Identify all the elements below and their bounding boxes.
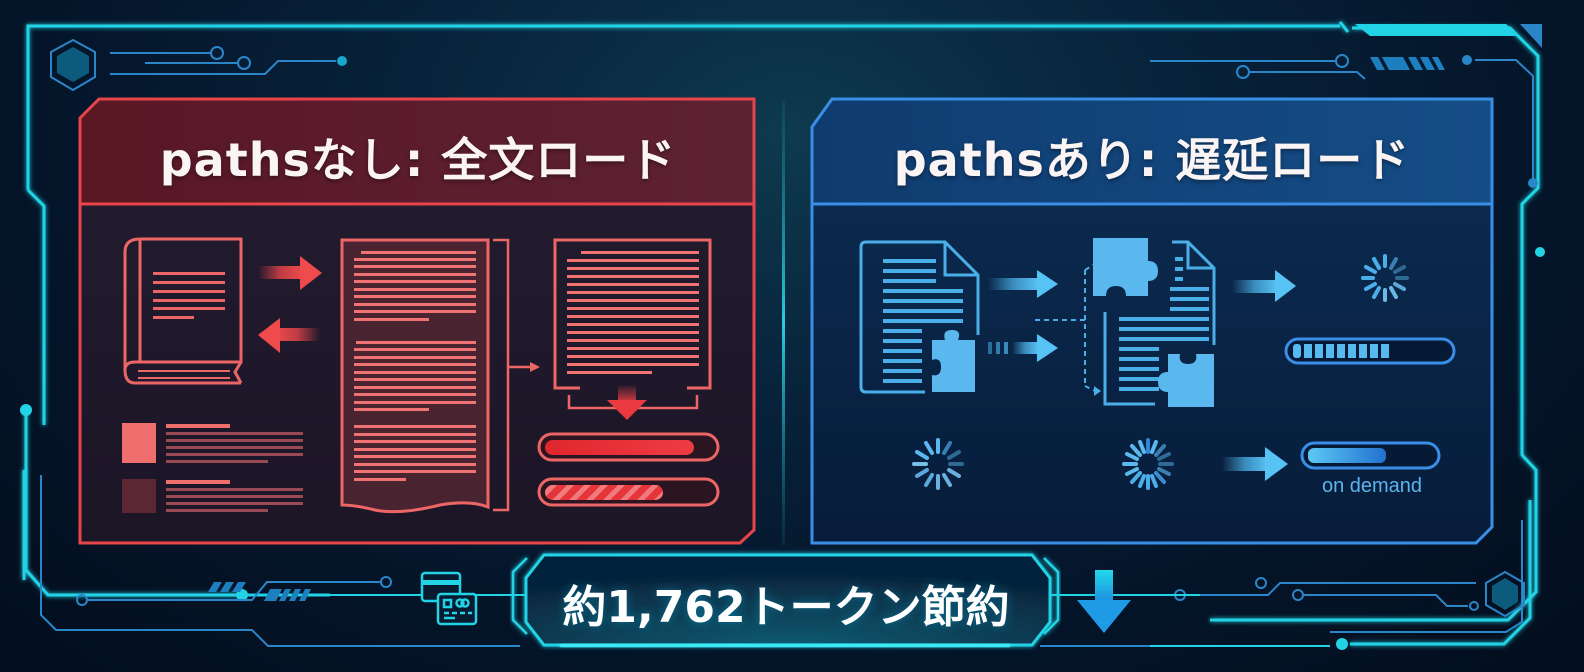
list-item-1 xyxy=(122,423,303,463)
arrow-right-icon xyxy=(988,270,1058,298)
document-puzzle-icon xyxy=(859,240,980,394)
full-document-icon xyxy=(340,238,490,514)
token-savings-label: 約1,762トークン節約 xyxy=(562,582,1010,633)
progress-bar-striped xyxy=(537,477,720,507)
arrow-right-icon xyxy=(258,256,322,290)
progress-bar-segmented xyxy=(1284,337,1456,365)
arrow-right-icon xyxy=(1222,447,1288,481)
bracket-icon xyxy=(493,238,530,512)
arrow-down-icon xyxy=(1077,570,1131,633)
left-panel-title: pathsなし: 全文ロード xyxy=(159,133,677,187)
credit-card-icon xyxy=(420,571,478,626)
right-panel-title: pathsあり: 遅延ロード xyxy=(893,133,1411,187)
spinner-icon xyxy=(1361,254,1409,302)
arrow-right-icon xyxy=(1232,270,1296,302)
content-box-icon xyxy=(553,238,712,410)
spinner-icon xyxy=(912,438,964,490)
book-icon xyxy=(123,237,243,385)
arrow-left-icon xyxy=(258,318,320,353)
spinner-icon xyxy=(1122,438,1174,490)
on-demand-label: on demand xyxy=(1321,475,1423,497)
progress-bar-on-demand xyxy=(1300,441,1441,470)
arrow-down-icon xyxy=(607,386,647,420)
assembled-document-icon xyxy=(1093,238,1216,407)
arrow-right-icon xyxy=(988,334,1058,362)
progress-bar-full xyxy=(537,432,720,462)
list-item-2 xyxy=(122,479,303,513)
